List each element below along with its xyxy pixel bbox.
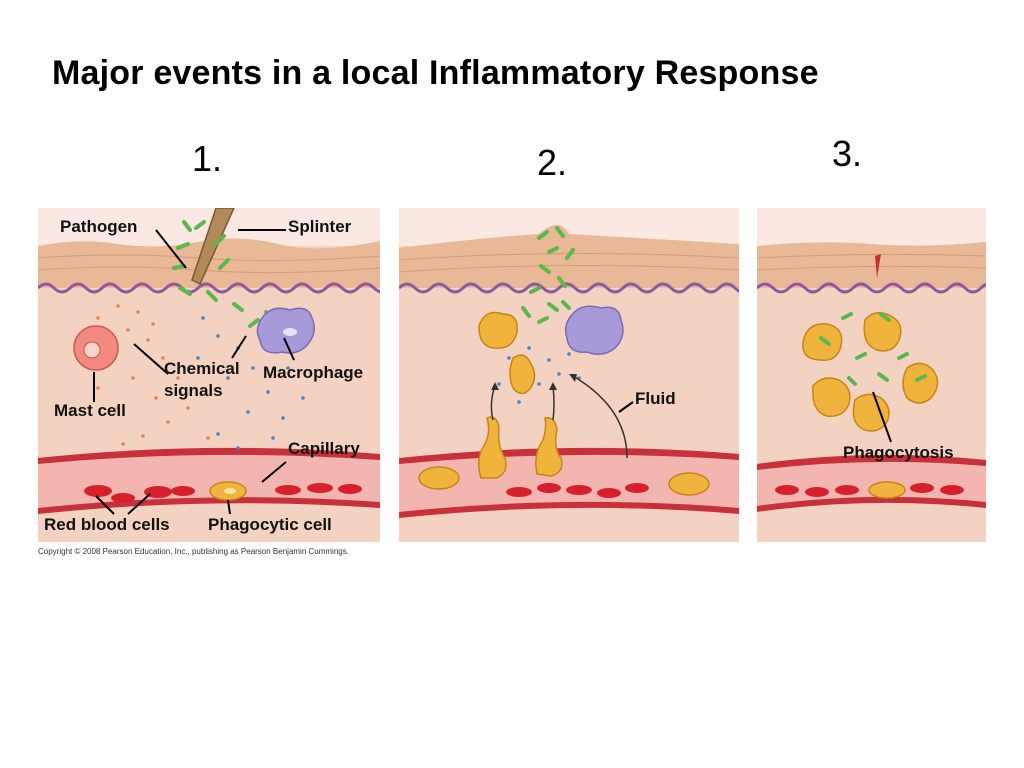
- label-pathogen: Pathogen: [60, 217, 138, 236]
- label-phagocytic-cell: Phagocytic cell: [208, 515, 332, 534]
- label-capillary: Capillary: [288, 439, 360, 458]
- panel-vasodilation: Fluid: [399, 208, 739, 542]
- label-macrophage: Macrophage: [263, 363, 364, 382]
- panel-vasodilation-illustration: [399, 208, 739, 542]
- label-phagocytosis: Phagocytosis: [843, 443, 954, 462]
- panel-injury: Pathogen Splinter Chemical signals Macro…: [38, 208, 380, 542]
- label-signals: signals: [164, 381, 223, 400]
- panel-phagocytosis: Phagocytosis: [757, 208, 986, 542]
- page-title: Major events in a local Inflammatory Res…: [52, 54, 819, 92]
- copyright-notice: Copyright © 2008 Pearson Education, Inc.…: [38, 547, 349, 556]
- label-fluid: Fluid: [635, 389, 676, 408]
- label-chemical: Chemical: [164, 359, 240, 378]
- panel-phagocytosis-illustration: [757, 208, 986, 542]
- step-number-3: 3.: [832, 133, 863, 174]
- label-red-blood-cells: Red blood cells: [44, 515, 170, 534]
- step-number-1: 1.: [192, 138, 223, 179]
- panel-injury-illustration: [38, 208, 380, 542]
- label-mast-cell: Mast cell: [54, 401, 126, 420]
- label-splinter: Splinter: [288, 217, 352, 236]
- step-number-2: 2.: [537, 142, 568, 183]
